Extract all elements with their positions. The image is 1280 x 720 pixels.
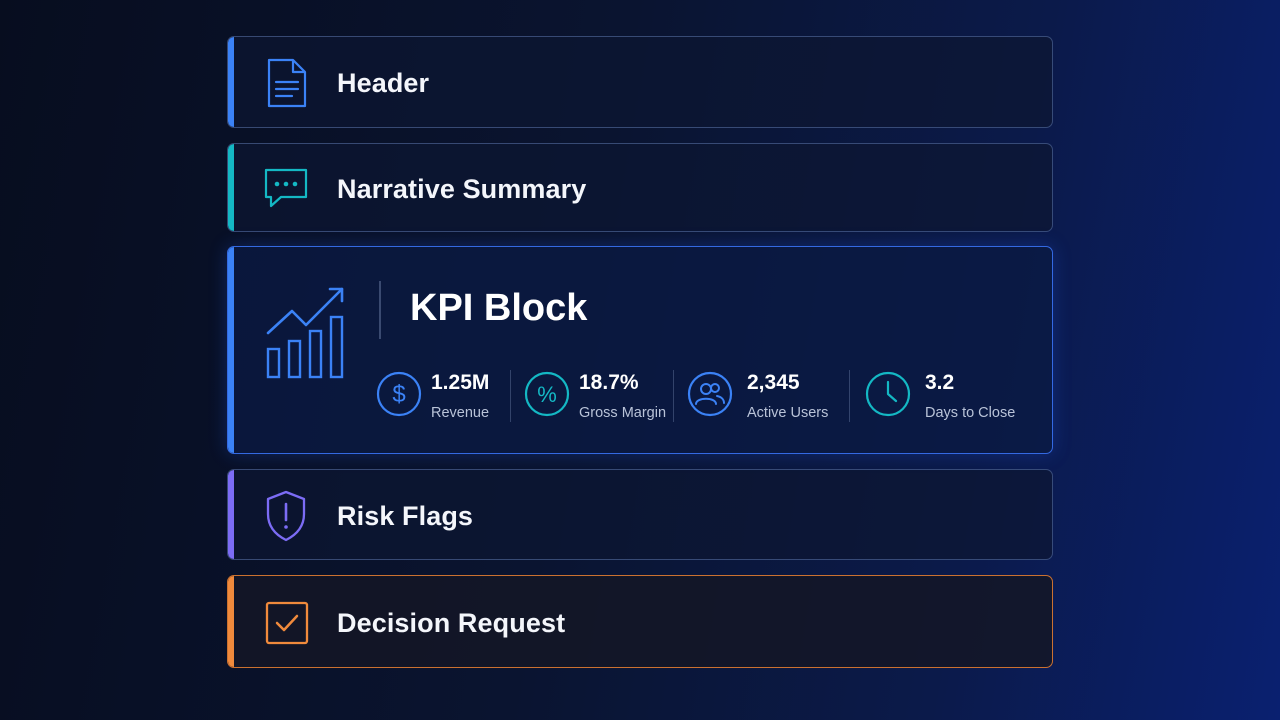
kpi-metric-gross-margin: % 18.7% Gross Margin [524,369,667,425]
risk-flags-section-card[interactable]: Risk Flags [227,469,1053,560]
clock-icon [865,371,911,417]
svg-text:$: $ [392,381,405,408]
kpi-metric-separator [673,370,674,422]
kpi-title-divider [379,281,381,339]
kpi-metric-value: 3.2 [925,371,955,394]
percent-icon: % [524,371,570,417]
kpi-block-section-card[interactable]: KPI Block $ 1.25M Revenue % 18.7% Gross … [227,246,1053,454]
kpi-metric-days-to-close: 3.2 Days to Close [865,369,1030,425]
checkbox-icon [265,601,309,645]
svg-text:%: % [537,382,557,407]
growth-chart-icon [266,287,344,379]
dollar-icon: $ [376,371,422,417]
chat-bubble-icon [264,168,308,208]
document-icon [267,58,307,108]
header-section-card[interactable]: Header [227,36,1053,128]
kpi-metric-label: Gross Margin [579,405,667,421]
kpi-metric-value: 2,345 [747,371,800,394]
decision-accent-bar [228,576,234,667]
decision-request-section-label: Decision Request [337,608,566,638]
header-accent-bar [228,37,234,127]
risk-flags-section-label: Risk Flags [337,501,474,531]
kpi-metric-label: Days to Close [925,405,1016,421]
narrative-accent-bar [228,144,234,231]
narrative-summary-section-card[interactable]: Narrative Summary [227,143,1053,232]
kpi-metric-label: Revenue [431,405,490,421]
kpi-block-title: KPI Block [410,287,588,329]
narrative-summary-section-label: Narrative Summary [337,174,587,204]
header-section-label: Header [337,68,430,98]
kpi-metric-active-users: 2,345 Active Users [687,369,847,425]
kpi-metric-label: Active Users [747,405,829,421]
risk-accent-bar [228,470,234,559]
kpi-metric-separator [849,370,850,422]
decision-request-section-card[interactable]: Decision Request [227,575,1053,668]
kpi-metric-value: 18.7% [579,371,639,394]
kpi-metric-separator [510,370,511,422]
kpi-accent-bar [228,247,234,453]
shield-alert-icon [266,490,306,542]
kpi-metric-revenue: $ 1.25M Revenue [376,369,501,425]
kpi-metric-value: 1.25M [431,371,490,394]
users-icon [687,371,733,417]
